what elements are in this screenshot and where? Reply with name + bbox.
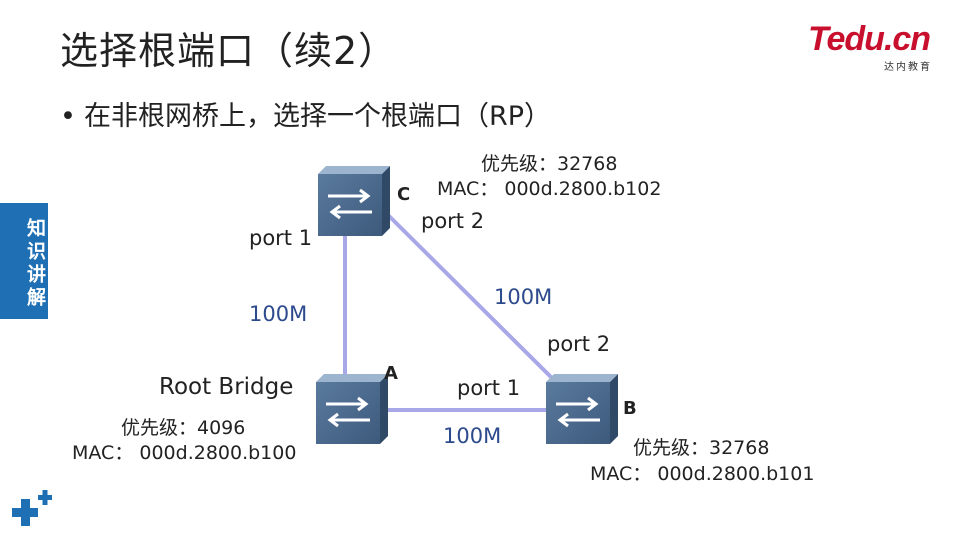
switch-c-icon xyxy=(318,166,390,236)
root-bridge-label: Root Bridge xyxy=(159,374,294,400)
bandwidth-a-b: 100M xyxy=(443,424,502,448)
bullet-dot: • xyxy=(60,101,76,132)
port-label-c-port1: port 1 xyxy=(249,226,313,250)
link-c-b xyxy=(386,213,558,384)
logo-subtext: 达内教育 xyxy=(884,62,932,73)
port-label-b-port2: port 2 xyxy=(547,332,611,356)
brand-logo: Tedu.cn 达内教育 xyxy=(808,20,938,73)
switch-c-label: C xyxy=(397,184,411,205)
page-title: 选择根端口（续2） xyxy=(60,29,398,73)
switch-c-priority: 优先级：32768 xyxy=(481,153,618,175)
switch-b-label: B xyxy=(623,398,637,419)
switch-b-icon xyxy=(546,374,618,444)
bullet-item: • 在非根网桥上，选择一个根端口（RP） xyxy=(60,94,551,133)
switch-b-mac: MAC： 000d.2800.b101 xyxy=(590,463,815,485)
bandwidth-b-c: 100M xyxy=(494,285,553,309)
switch-a-priority: 优先级：4096 xyxy=(121,417,246,439)
bullet-text: 在非根网桥上，选择一个根端口（RP） xyxy=(84,101,552,132)
bandwidth-a-c: 100M xyxy=(249,302,308,326)
logo-text: Tedu.cn xyxy=(808,20,931,58)
switch-a-mac: MAC： 000d.2800.b100 xyxy=(72,442,297,464)
port-label-c-port2: port 2 xyxy=(421,209,485,233)
port-label-b-port1: port 1 xyxy=(457,376,521,400)
plus-decoration-icon xyxy=(12,490,52,526)
switch-a-icon xyxy=(316,374,388,444)
switch-a-label: A xyxy=(384,363,398,384)
switch-c-mac: MAC： 000d.2800.b102 xyxy=(437,178,662,200)
switch-b-priority: 优先级：32768 xyxy=(633,437,770,459)
side-tab: 知识讲解 xyxy=(0,203,48,319)
